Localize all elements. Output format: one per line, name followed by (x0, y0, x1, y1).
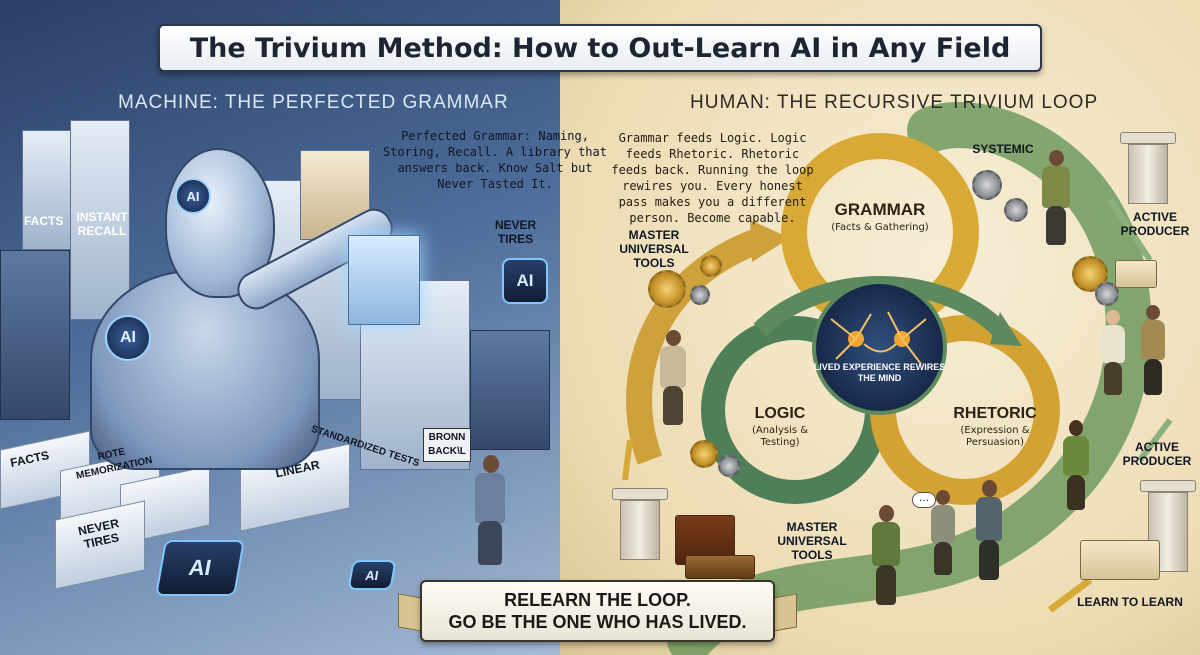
label-learn-to-learn: LEARN TO LEARN (1077, 595, 1183, 609)
label-never-tires-top: NEVER TIRES (494, 218, 537, 246)
talking-person (1098, 310, 1128, 395)
page-title: The Trivium Method: How to Out-Learn AI … (189, 32, 1011, 64)
grammar-title: GRAMMAR (834, 200, 926, 219)
gear-icon (690, 440, 718, 468)
label-bronn-back: BRONN BACK\L (423, 428, 471, 462)
gear-icon (700, 255, 722, 277)
banner-line-1: RELEARN THE LOOP. (504, 590, 691, 610)
label-systemic: SYSTEMIC (972, 142, 1034, 156)
ai-head-badge: AI (175, 178, 211, 214)
neuron-brain-icon (812, 280, 947, 415)
label-facts-top: FACTS (24, 214, 64, 228)
grammar-subtitle: (Facts & Gathering) (831, 222, 929, 233)
call-to-action-banner: RELEARN THE LOOP. GO BE THE ONE WHO HAS … (420, 580, 775, 642)
greek-column (1128, 144, 1168, 204)
open-book-icon (1115, 260, 1157, 288)
rhetoric-subtitle: (Expression & Persuasion) (960, 425, 1030, 448)
book-icon (685, 555, 755, 579)
machine-heading: MACHINE: THE PERFECTED GRAMMAR (118, 92, 509, 113)
glowing-data-stack (348, 235, 420, 325)
walking-person (868, 505, 904, 605)
gear-icon (648, 270, 686, 308)
walking-person (972, 480, 1006, 580)
robot-body (90, 270, 320, 470)
reading-person (928, 490, 958, 575)
open-book-icon (1080, 540, 1160, 580)
label-active-producer-bottom: ACTIVE PRODUCER (1122, 440, 1192, 468)
column-capital (612, 488, 668, 500)
label-instant-recall: INSTANT RECALL (76, 210, 128, 238)
gear-icon (972, 170, 1002, 200)
human-figure-thinking (470, 455, 510, 565)
ai-chip: AI (502, 258, 548, 304)
rhetoric-title: RHETORIC (953, 405, 1037, 422)
gear-icon (1004, 198, 1028, 222)
server-tower (70, 120, 130, 320)
server-tower (470, 330, 550, 450)
speech-bubble-icon: … (912, 492, 936, 508)
logic-title: LOGIC (754, 405, 806, 422)
logic-subtitle: (Analysis & Testing) (751, 425, 809, 448)
talking-person (1138, 305, 1168, 395)
human-heading: HUMAN: THE RECURSIVE TRIVIUM LOOP (690, 92, 1099, 113)
gear-icon (718, 455, 740, 477)
page-title-banner: The Trivium Method: How to Out-Learn AI … (158, 24, 1042, 72)
machine-description: Perfected Grammar: Naming, Storing, Reca… (383, 129, 607, 191)
speaking-person (1060, 420, 1092, 510)
server-tower (0, 250, 70, 420)
label-master-universal-tools-bottom: MASTER UNIVERSAL TOOLS (777, 520, 847, 562)
gear-icon (1095, 282, 1119, 306)
banner-line-2: GO BE THE ONE WHO HAS LIVED. (448, 612, 747, 632)
column-capital (1120, 132, 1176, 144)
column-capital (1140, 480, 1196, 492)
greek-column (620, 500, 660, 560)
ai-chest-badge: AI (105, 315, 151, 361)
label-master-universal-tools-top: MASTER UNIVERSAL TOOLS (619, 228, 689, 270)
label-active-producer-top: ACTIVE PRODUCER (1120, 210, 1190, 238)
center-caption: LIVED EXPERIENCE REWIRES THE MIND (813, 362, 946, 383)
gear-icon (690, 285, 710, 305)
walking-person (1038, 150, 1074, 245)
walking-person (656, 330, 690, 425)
human-description: Grammar feeds Logic. Logic feeds Rhetori… (611, 131, 814, 225)
